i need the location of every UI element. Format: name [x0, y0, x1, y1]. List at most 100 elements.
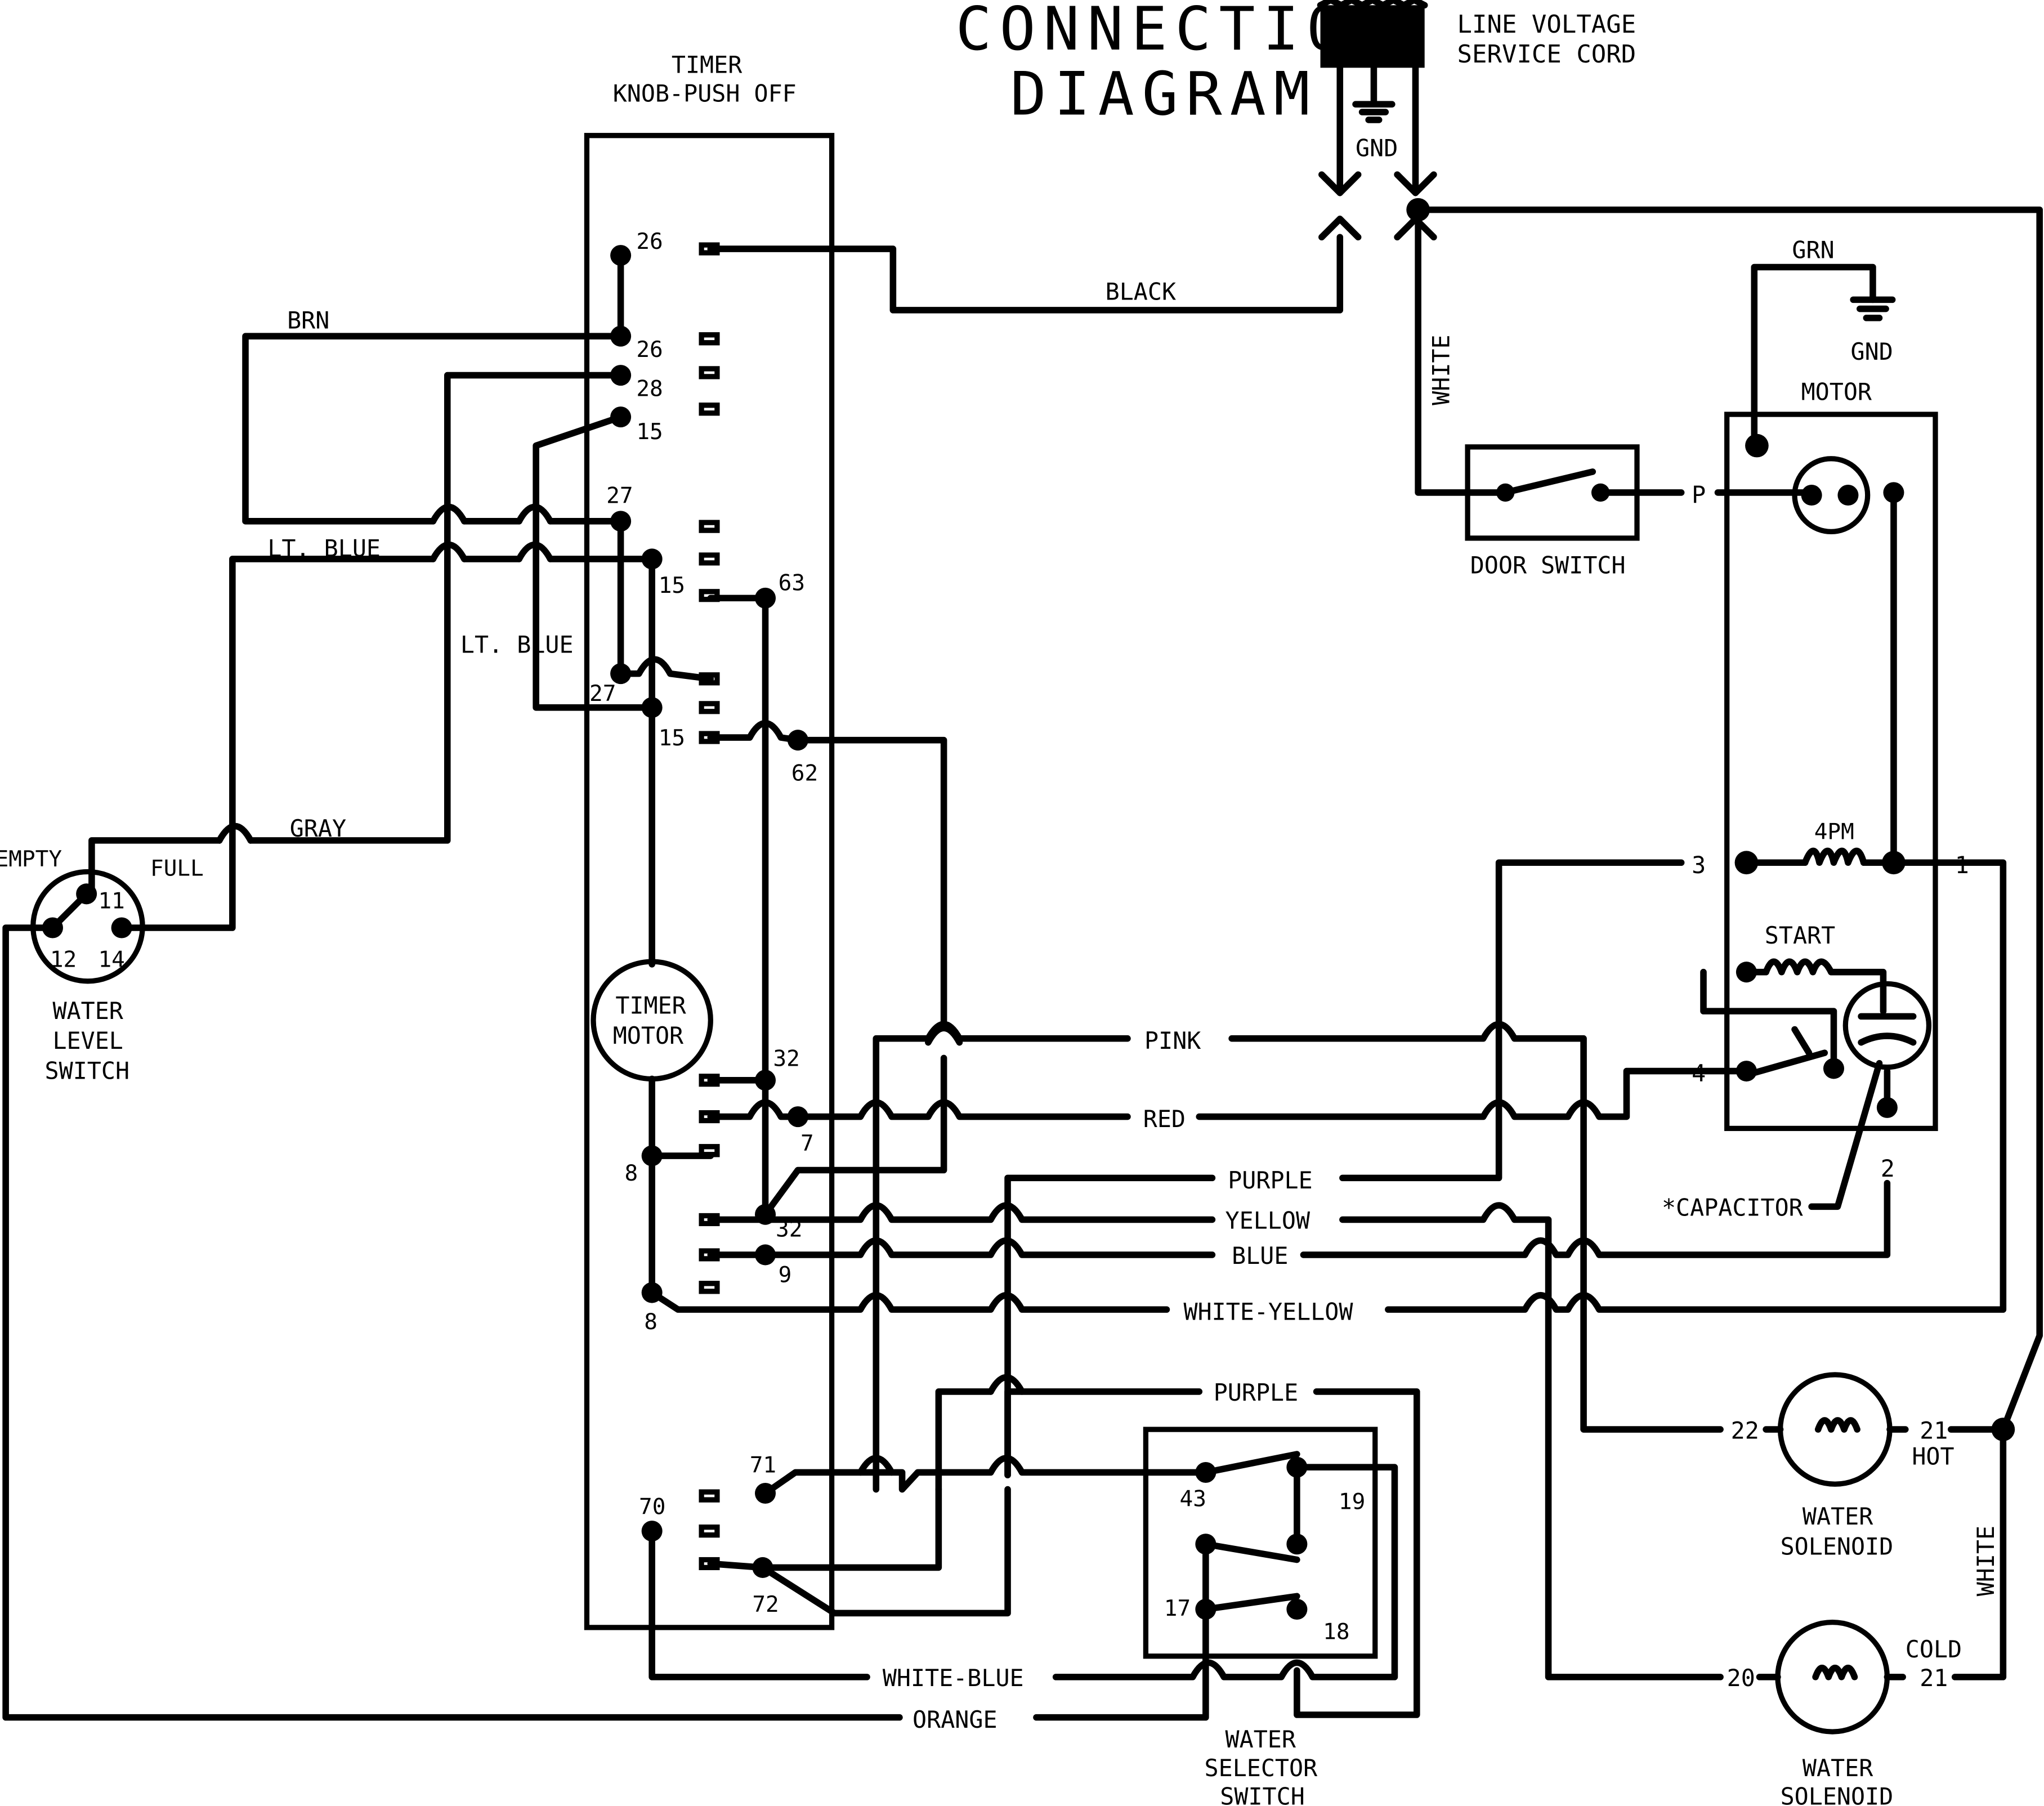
water-selector-switch: 43 19 17 18 WATER SELECTOR SWITCH	[1143, 1427, 1378, 1806]
capacitor-label: *CAPACITOR	[1662, 1193, 1804, 1221]
wire-white-yellow: WHITE-YELLOW	[1184, 1298, 1354, 1326]
timer-title-1: TIMER	[672, 51, 743, 79]
timer-terminal-label: 32	[773, 1045, 799, 1071]
wiring	[2, 206, 2043, 1721]
cold-t21: 21	[1920, 1664, 1948, 1692]
wire-yellow: YELLOW	[1225, 1207, 1311, 1235]
timer-terminal-label: 8	[644, 1309, 658, 1335]
cold-water-solenoid: 20 21 COLD WATER SOLENOID	[1727, 1620, 1962, 1806]
timer-terminal-label: 9	[779, 1262, 792, 1288]
timer-terminal-label: 28	[636, 376, 663, 402]
selector-t18: 18	[1323, 1619, 1349, 1645]
cold-label: COLD	[1906, 1635, 1962, 1663]
timer-terminal-label: 70	[639, 1494, 665, 1520]
wire-white-right: WHITE	[1972, 1526, 2000, 1596]
timer-title-2: KNOB-PUSH OFF	[613, 80, 797, 108]
timer-terminal-label: 26	[636, 337, 663, 363]
timer-terminal-tab	[699, 1489, 720, 1503]
water-level-switch: EMPTY FULL 11 12 14 WATER LEVEL SWITCH	[0, 846, 204, 1084]
wire-white-top: WHITE	[1428, 334, 1455, 405]
timer-terminal-label: 7	[800, 1130, 814, 1156]
level-label-1: WATER	[52, 997, 123, 1025]
title-line1: CONNECTION	[955, 0, 1394, 64]
cord-label-2: SERVICE CORD	[1457, 40, 1636, 69]
wire-orange: ORANGE	[913, 1706, 997, 1733]
timer-terminal-label: 62	[791, 760, 818, 786]
cord-plug	[1320, 5, 1425, 68]
hot-label: HOT	[1912, 1443, 1954, 1470]
cold-t20: 20	[1727, 1664, 1755, 1692]
motor-t3: 3	[1692, 851, 1706, 879]
hot-t21: 21	[1920, 1416, 1948, 1444]
wire-blue: BLUE	[1232, 1242, 1288, 1269]
timer-terminal-label: 71	[750, 1452, 776, 1478]
level-label-2: LEVEL	[52, 1027, 123, 1054]
timer-terminal-tab	[699, 403, 720, 416]
timer-terminal-label: 27	[606, 482, 633, 508]
timer-terminal-tab	[699, 1525, 720, 1538]
selector-t19: 19	[1339, 1488, 1365, 1514]
wire-labels: BLACK BRN LT. BLUE LT. BLUE GRAY WHITE P…	[267, 278, 2000, 1733]
timer-terminal-tab	[699, 1281, 720, 1294]
door-switch-label: DOOR SWITCH	[1470, 551, 1626, 579]
timer-terminal-tab	[699, 701, 720, 714]
wire-lt-blue-1: LT. BLUE	[267, 534, 381, 562]
level-empty-label: EMPTY	[0, 846, 62, 872]
motor-gnd-label: GND	[1851, 338, 1893, 365]
timer-terminal-label: 15	[659, 573, 685, 598]
timer-terminal-tab	[699, 366, 720, 379]
wire-black: BLACK	[1106, 278, 1176, 305]
timer-terminal-label: 26	[636, 229, 663, 254]
level-switch-body	[30, 869, 145, 984]
motor-label: MOTOR	[1801, 378, 1872, 406]
timer-motor-label-2: MOTOR	[613, 1022, 684, 1049]
cold-label-1: WATER	[1803, 1754, 1873, 1782]
motor-4pm-label: 4PM	[1814, 819, 1854, 845]
level-t14: 14	[98, 946, 124, 972]
wire-brn: BRN	[287, 306, 329, 334]
motor-start-label: START	[1765, 922, 1835, 949]
cold-label-2: SOLENOID	[1781, 1783, 1894, 1806]
selector-t43: 43	[1180, 1486, 1206, 1512]
diagram-title: CONNECTION DIAGRAM	[955, 0, 1394, 129]
hot-water-solenoid: 22 21 HOT WATER SOLENOID	[1731, 1372, 2015, 1560]
wire-purple-2: PURPLE	[1214, 1379, 1298, 1406]
wire-red: RED	[1143, 1105, 1186, 1133]
selector-label-3: SWITCH	[1220, 1783, 1304, 1806]
timer-terminal-label: 15	[659, 725, 685, 751]
selector-label-2: SELECTOR	[1205, 1754, 1318, 1782]
timer-terminal-tab	[699, 332, 720, 346]
timer-terminal-label: 27	[589, 681, 616, 707]
hot-label-1: WATER	[1803, 1503, 1873, 1530]
selector-label-1: WATER	[1225, 1725, 1296, 1753]
level-label-3: SWITCH	[45, 1057, 129, 1084]
timer-terminal-label: 63	[779, 570, 805, 596]
cord-label-1: LINE VOLTAGE	[1457, 10, 1636, 39]
level-full-label: FULL	[150, 855, 204, 881]
motor-t4: 4	[1692, 1060, 1706, 1087]
motor-t2: 2	[1881, 1155, 1895, 1182]
wire-lt-blue-2: LT. BLUE	[460, 631, 574, 659]
cord-gnd-label: GND	[1356, 135, 1398, 162]
wire-gray: GRAY	[290, 815, 346, 842]
timer-motor-label-1: TIMER	[615, 992, 686, 1020]
timer-terminal-tab	[699, 552, 720, 566]
grn-label: GRN	[1792, 236, 1834, 263]
timer-terminal-tab	[699, 520, 720, 533]
title-line2: DIAGRAM	[1010, 60, 1318, 129]
door-switch: DOOR SWITCH P	[1465, 444, 1706, 579]
timer-terminal-label: 8	[625, 1160, 638, 1186]
level-t11: 11	[98, 888, 124, 914]
motor-box	[1724, 412, 1938, 1132]
wire-white-blue: WHITE-BLUE	[883, 1664, 1024, 1692]
timer-terminal-label: 15	[636, 419, 663, 445]
timer-box	[584, 133, 835, 1630]
timer-terminal-label: 72	[752, 1592, 779, 1617]
motor-t1: 1	[1955, 851, 1969, 879]
level-t12: 12	[50, 946, 77, 972]
wire-purple-1: PURPLE	[1228, 1166, 1312, 1194]
timer-motor	[591, 959, 713, 1082]
selector-t17: 17	[1164, 1595, 1191, 1621]
